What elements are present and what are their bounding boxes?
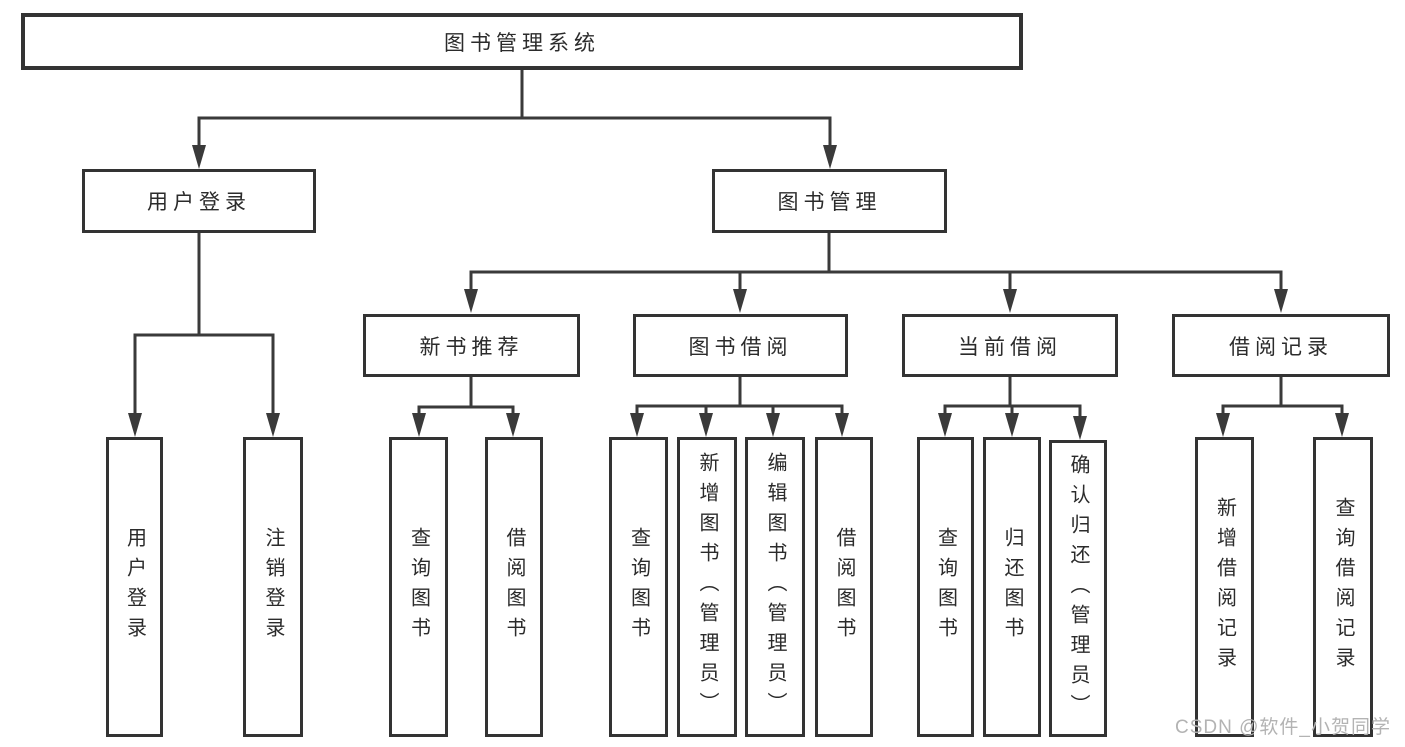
node-label: 查询图书 xyxy=(407,527,430,647)
leaf-query-borrow-record: 查询借阅记录 xyxy=(1313,437,1373,737)
leaf-edit-books-admin: 编辑图书（管理员） xyxy=(745,437,805,737)
node-label: 新增借阅记录 xyxy=(1213,497,1236,677)
leaf-confirm-return-admin: 确认归还（管理员） xyxy=(1049,440,1107,737)
node-label: 注销登录 xyxy=(262,527,284,647)
node-book-borrowing: 图书借阅 xyxy=(633,314,848,377)
node-label: 查询图书 xyxy=(627,527,650,647)
node-label: 借阅图书 xyxy=(833,527,855,647)
node-current-borrowing: 当前借阅 xyxy=(902,314,1118,377)
leaf-query-books-current: 查询图书 xyxy=(917,437,974,737)
node-label: 借阅图书 xyxy=(503,527,525,647)
node-new-book-recommend: 新书推荐 xyxy=(363,314,580,377)
leaf-query-books-recommend: 查询图书 xyxy=(389,437,448,737)
node-label: 确认归还（管理员） xyxy=(1067,453,1089,724)
leaf-borrow-books-borrow: 借阅图书 xyxy=(815,437,873,737)
node-label: 用户登录 xyxy=(123,527,146,647)
node-book-management: 图书管理 xyxy=(712,169,947,233)
leaf-user-login: 用户登录 xyxy=(106,437,163,737)
leaf-add-borrow-record: 新增借阅记录 xyxy=(1195,437,1254,737)
leaf-borrow-books-recommend: 借阅图书 xyxy=(485,437,543,737)
node-library-management-system: 图书管理系统 xyxy=(21,13,1023,70)
leaf-add-books-admin: 新增图书（管理员） xyxy=(677,437,737,737)
node-label: 查询图书 xyxy=(934,527,957,647)
leaf-logout-login: 注销登录 xyxy=(243,437,303,737)
node-user-login: 用户登录 xyxy=(82,169,316,233)
node-label: 查询借阅记录 xyxy=(1332,497,1354,677)
node-label: 归还图书 xyxy=(1001,527,1023,647)
node-borrowing-records: 借阅记录 xyxy=(1172,314,1390,377)
leaf-query-books-borrow: 查询图书 xyxy=(609,437,668,737)
csdn-watermark: CSDN @软件_小贺同学 xyxy=(1175,717,1391,738)
node-label: 编辑图书（管理员） xyxy=(764,452,786,722)
node-label: 新增图书（管理员） xyxy=(696,452,718,722)
leaf-return-books: 归还图书 xyxy=(983,437,1041,737)
